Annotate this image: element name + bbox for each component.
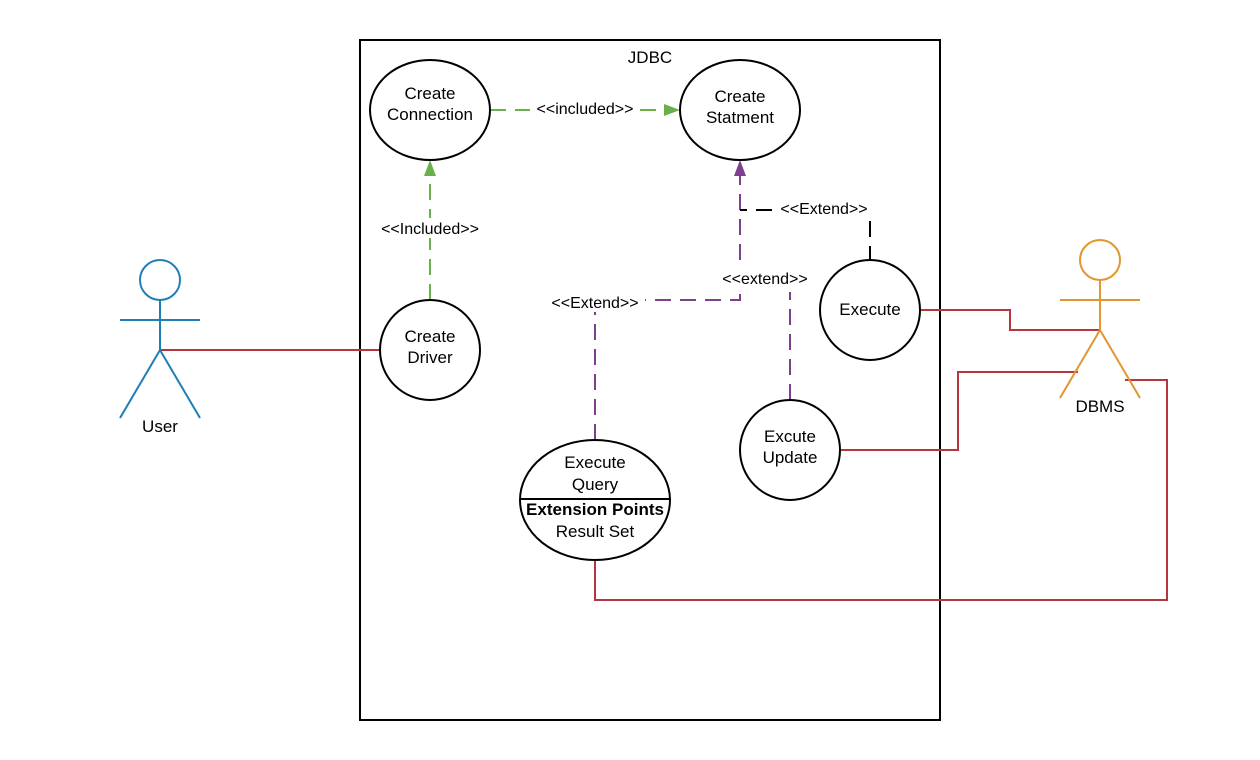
use-case-create-statement[interactable]: Create Statment (679, 59, 801, 161)
extension-point-item: Result Set (556, 522, 635, 541)
assoc-execute-dbms (920, 309, 1100, 331)
use-case-label: Update (763, 448, 818, 467)
label-extend-execute: <<Extend>> (780, 201, 867, 218)
extend-arrow-head (734, 160, 746, 176)
actor-dbms[interactable] (1059, 239, 1141, 399)
actor-user-label: User (142, 417, 178, 436)
use-case-execute[interactable]: Execute (819, 259, 921, 361)
use-case-execute-update[interactable]: Excute Update (739, 399, 841, 501)
extension-points-header: Extension Points (526, 500, 664, 519)
include-arrow-left-head (424, 160, 436, 176)
use-case-label: Query (572, 475, 619, 494)
use-case-label: Execute (839, 300, 900, 319)
use-case-label: Statment (706, 108, 774, 127)
use-case-create-connection[interactable]: Create Connection (369, 59, 491, 161)
actor-head-icon (1079, 239, 1121, 281)
extend-path-query (594, 176, 741, 440)
label-included-left: <<Included>> (381, 221, 479, 238)
assoc-update-dbms (840, 371, 1078, 451)
relation-labels: <<included>> <<Included>> <<Extend>> <<e… (375, 98, 874, 312)
use-case-label: Create (714, 87, 765, 106)
use-case-label: Driver (407, 348, 453, 367)
include-arrow-top-head (664, 104, 680, 116)
use-case-label: Execute (564, 453, 625, 472)
use-case-label: Create (404, 84, 455, 103)
actor-head-icon (139, 259, 181, 301)
actor-dbms-label: DBMS (1075, 397, 1124, 416)
actor-user[interactable] (119, 259, 201, 419)
assoc-query-dbms (594, 379, 1168, 601)
system-title: JDBC (628, 48, 672, 67)
use-case-create-driver[interactable]: Create Driver (379, 299, 481, 401)
label-included-top: <<included>> (537, 101, 634, 118)
use-case-label: Excute (764, 427, 816, 446)
use-case-execute-query[interactable]: Execute Query Extension Points Result Se… (519, 439, 671, 561)
use-case-label: Create (404, 327, 455, 346)
use-case-label: Connection (387, 105, 473, 124)
label-extend-update: <<extend>> (722, 271, 807, 288)
label-extend-query: <<Extend>> (551, 295, 638, 312)
association-lines (160, 309, 1168, 601)
system-boundary (359, 39, 941, 721)
extend-relations (594, 160, 791, 440)
